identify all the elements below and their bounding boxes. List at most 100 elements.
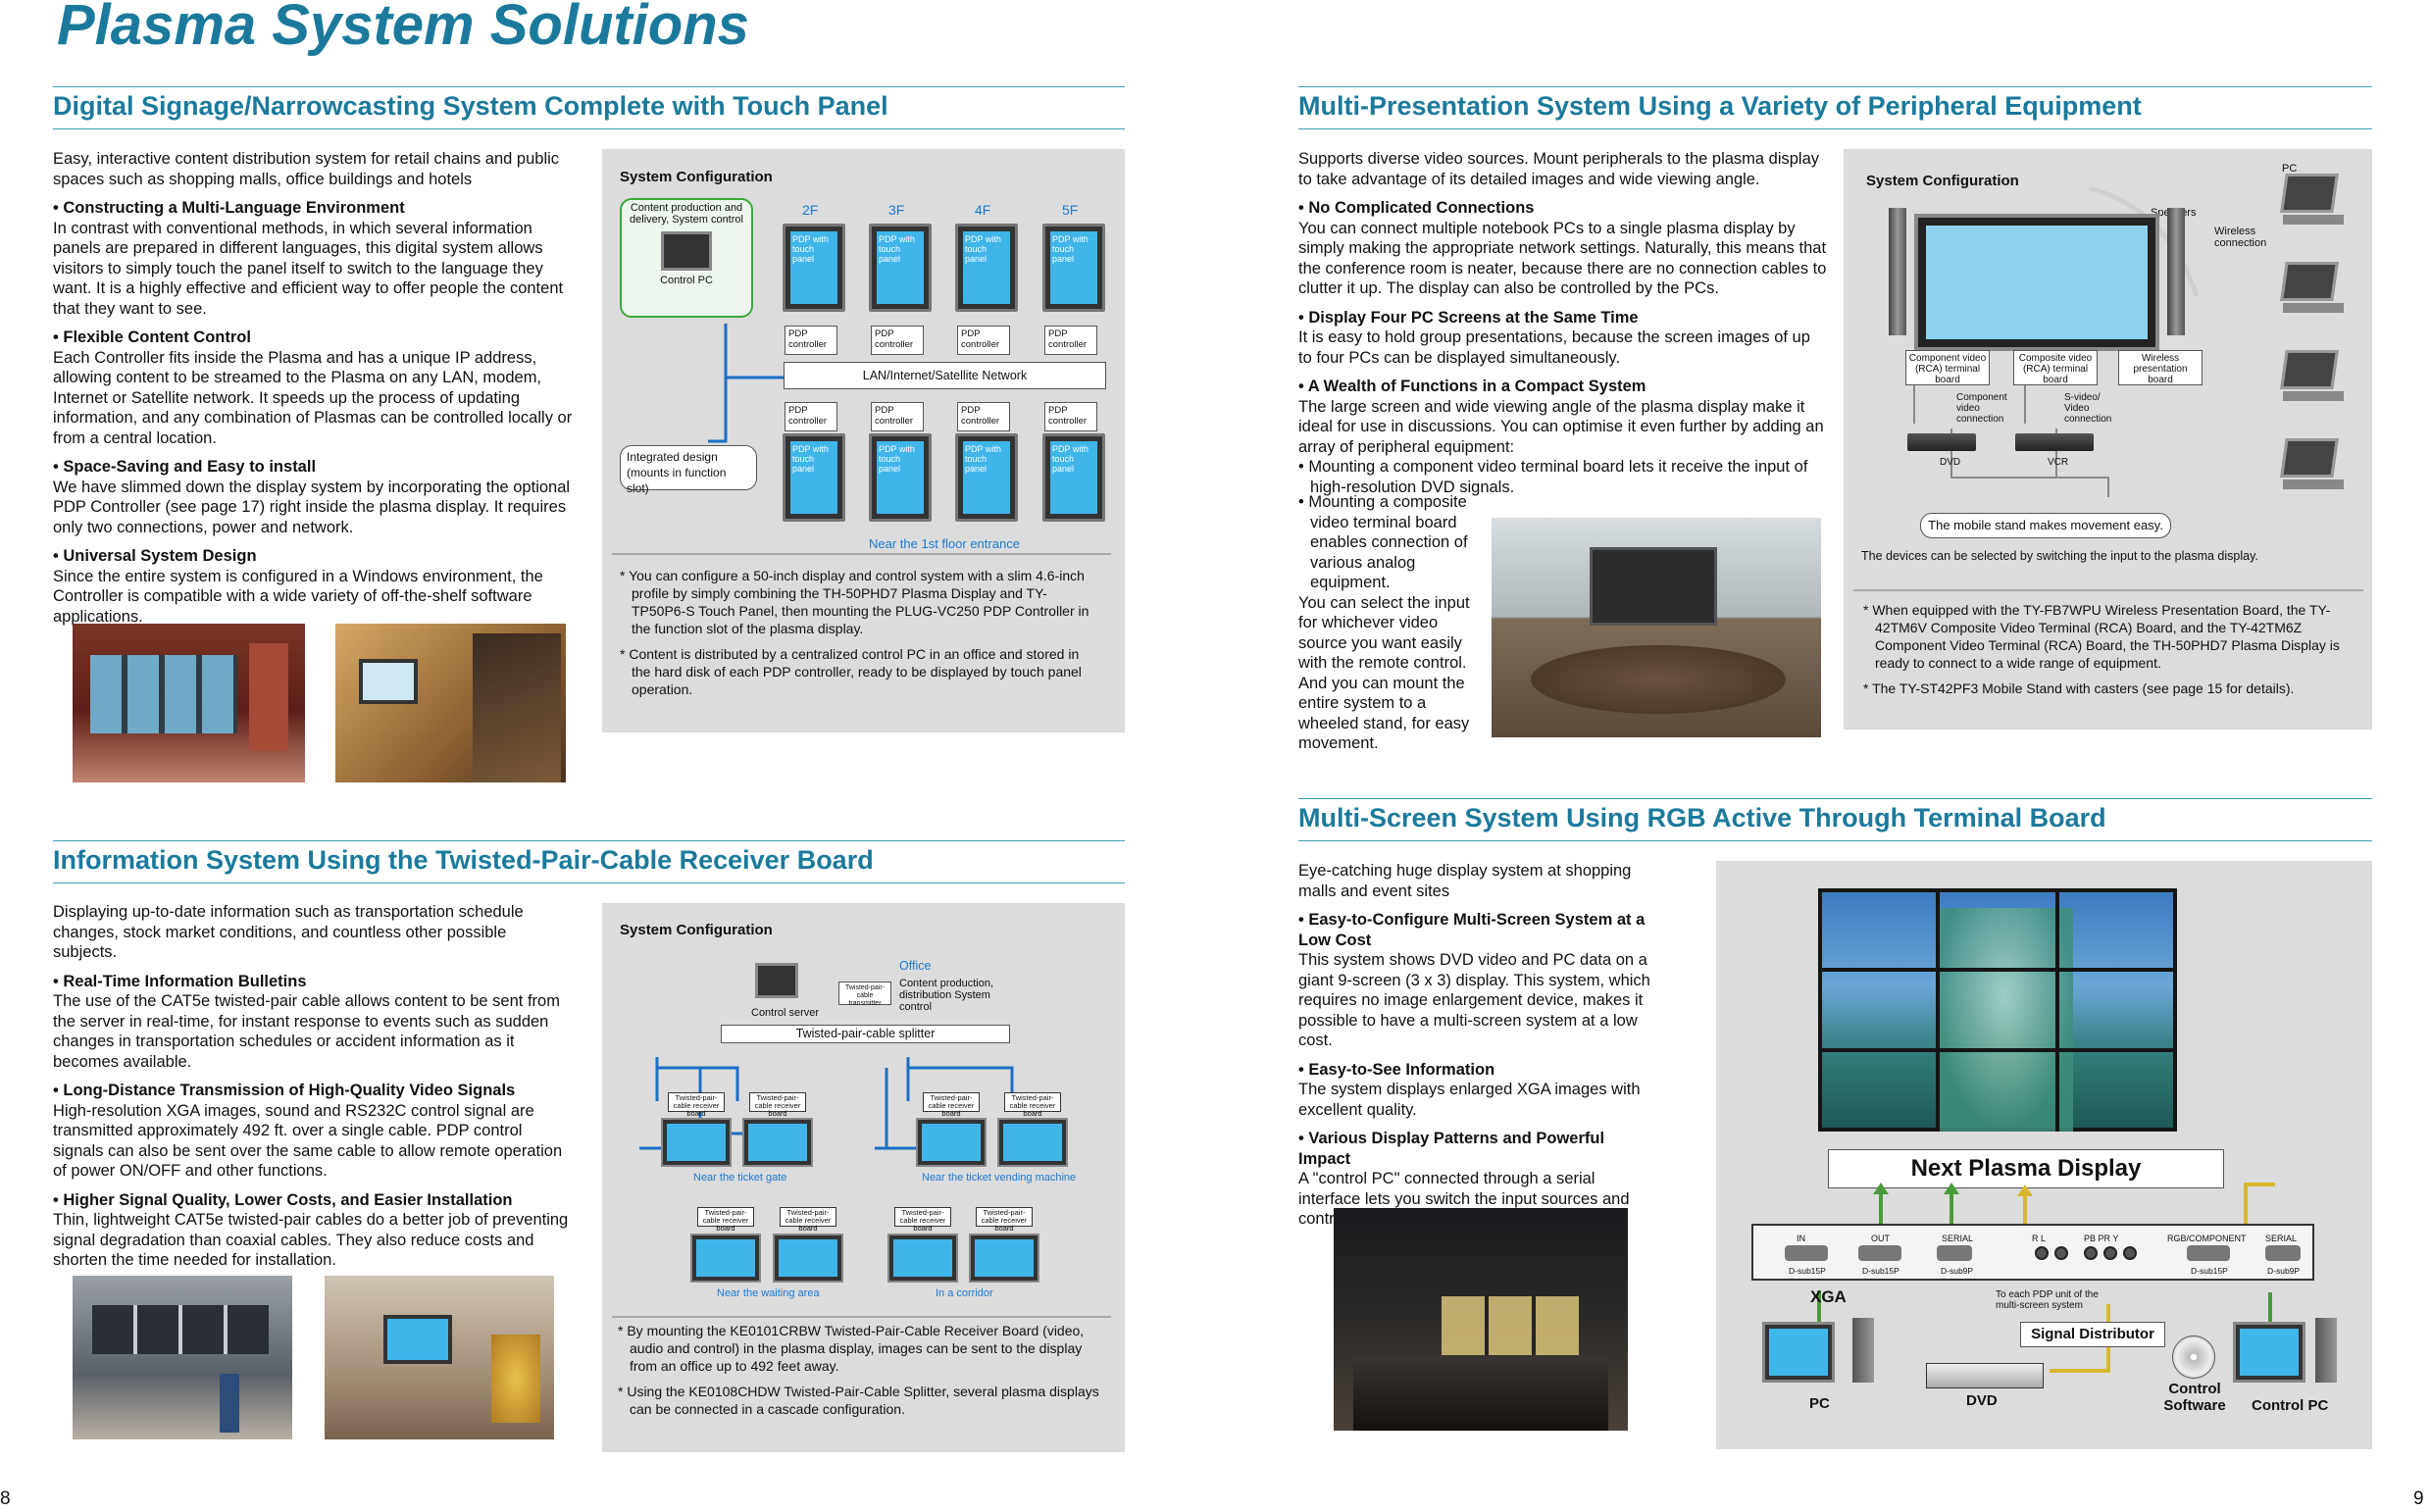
feature-heading: • Long-Distance Transmission of High-Qua… [53, 1082, 516, 1099]
plasma-display [916, 1118, 987, 1167]
dsub9-label: D-sub9P [1941, 1266, 1974, 1276]
note: * The TY-ST42PF3 Mobile Stand with caste… [1863, 680, 2295, 696]
receiver-board: Twisted-pair-cable receiver board [668, 1092, 725, 1118]
touch-panel-display: PDP with touch panel [783, 224, 845, 312]
dsub15-connector-icon [1858, 1245, 1901, 1261]
network-box: LAN/Internet/Satellite Network [784, 362, 1106, 389]
rca-jack-icon [2054, 1246, 2068, 1260]
pc-monitor-icon [1762, 1322, 1835, 1383]
devices-caption: The devices can be selected by switching… [1861, 549, 2258, 563]
receiver-board: Twisted-pair-cable receiver board [923, 1092, 980, 1118]
control-pc-tower-icon [2315, 1318, 2337, 1383]
dsub15-label: D-sub15P [1789, 1266, 1826, 1276]
floor-label: 3F [888, 202, 905, 218]
floor-label: 2F [802, 202, 819, 218]
each-pdp-label: To each PDP unit of the multi-screen sys… [1996, 1289, 2099, 1311]
feature-heading: • No Complicated Connections [1298, 199, 1535, 217]
dsub15-connector-icon [1785, 1245, 1828, 1261]
vcr-icon [2015, 433, 2094, 451]
serial-label: SERIAL [1942, 1234, 1974, 1243]
svideo-connection-label: S-video/ Video connection [2064, 392, 2112, 425]
rca-jack-icon [2084, 1246, 2098, 1260]
composite-board-box: Composite video (RCA) terminal board [2013, 350, 2098, 385]
plasma-display [742, 1118, 813, 1167]
system-configuration-label: System Configuration [620, 922, 773, 938]
plasma-display [661, 1118, 732, 1167]
location-label: In a corridor [936, 1287, 993, 1299]
control-pc-box: Content production and delivery, System … [620, 198, 753, 318]
location-label: Near the ticket vending machine [922, 1172, 1077, 1184]
touch-panel-display: PDP with touch panel [955, 433, 1018, 522]
intro-text: Supports diverse video sources. Mount pe… [1298, 150, 1820, 188]
dsub9-connector-icon [2265, 1245, 2301, 1261]
feature-text: It is easy to hold group presentations, … [1298, 328, 1810, 367]
feature-text: The large screen and wide viewing angle … [1298, 397, 1824, 456]
section-heading-information-system: Information System Using the Twisted-Pai… [53, 840, 1125, 883]
feature-heading: • Flexible Content Control [53, 328, 251, 346]
feature-text: The use of the CAT5e twisted-pair cable … [53, 992, 560, 1071]
dvd-label: DVD [1966, 1392, 1998, 1409]
office-label: Office [899, 959, 932, 973]
photo-station-displays [73, 1276, 292, 1439]
feature-heading: • A Wealth of Functions in a Compact Sys… [1298, 378, 1646, 395]
control-server-label: Control server [751, 1007, 820, 1019]
feature-heading: • Higher Signal Quality, Lower Costs, an… [53, 1190, 513, 1209]
receiver-board: Twisted-pair-cable receiver board [697, 1207, 754, 1233]
laptop-icon [2280, 174, 2344, 228]
page-number-right: 9 [2413, 1488, 2424, 1509]
feature-heading: • Universal System Design [53, 547, 257, 565]
dvd-label: DVD [1940, 457, 1961, 468]
rca-jack-icon [2035, 1246, 2049, 1260]
feature-text: High-resolution XGA images, sound and RS… [53, 1101, 563, 1181]
server-computer-icon [755, 963, 798, 998]
system-configuration-label: System Configuration [620, 169, 773, 185]
rgb-component-label: RGB/COMPONENT [2167, 1234, 2247, 1243]
touch-panel-display: PDP with touch panel [783, 433, 845, 522]
touch-panel-display: PDP with touch panel [869, 224, 932, 312]
section-body-multi-presentation-cont: • Mounting a composite video terminal bo… [1298, 492, 1475, 763]
dsub15-connector-icon [2187, 1245, 2230, 1261]
feature-heading: • Easy-to-See Information [1298, 1060, 1495, 1079]
dsub9-connector-icon [1937, 1245, 1972, 1261]
laptop-icon [2280, 350, 2344, 405]
feature-heading: • Constructing a Multi-Language Environm… [53, 199, 405, 217]
plasma-display [1914, 214, 2159, 351]
plasma-display [997, 1118, 1068, 1167]
page-title: Plasma System Solutions [57, 0, 749, 57]
control-pc-monitor-icon [2233, 1322, 2305, 1383]
wireless-label: Wireless connection [2214, 226, 2267, 249]
control-software-label: Control Software [2163, 1381, 2226, 1414]
content-production-label: Content production and delivery, System … [630, 202, 743, 226]
dvd-player-icon [1907, 433, 1976, 451]
laptop-icon [2280, 262, 2344, 317]
feature-heading: • Real-Time Information Bulletins [53, 972, 307, 990]
plasma-display [887, 1234, 958, 1283]
diagram-connectors [612, 324, 1111, 555]
integrated-design-callout: Integrated design (mounts in function sl… [620, 445, 757, 495]
pdp-controller: PDP controller [871, 402, 924, 431]
receiver-board: Twisted-pair-cable receiver board [1004, 1092, 1061, 1118]
feature-text: The system displays enlarged XGA images … [1298, 1081, 1641, 1119]
touch-panel-display: PDP with touch panel [955, 224, 1018, 312]
location-label: Near the waiting area [717, 1287, 820, 1299]
video-wall-3x3 [1818, 888, 2177, 1132]
floor-label: 4F [975, 202, 991, 218]
note: * You can configure a 50-inch display an… [620, 568, 1089, 636]
xga-label: XGA [1810, 1287, 1847, 1306]
feature-text: In contrast with conventional methods, i… [53, 219, 564, 318]
notes-multi-presentation: * When equipped with the TY-FB7WPU Wirel… [1863, 601, 2358, 705]
pdp-controller: PDP controller [871, 326, 924, 355]
note: * By mounting the KE0101CRBW Twisted-Pai… [618, 1323, 1085, 1374]
feature-text: Thin, lightweight CAT5e twisted-pair cab… [53, 1211, 569, 1269]
floor-label: 5F [1062, 202, 1079, 218]
plasma-display [969, 1234, 1039, 1283]
pdp-controller: PDP controller [957, 326, 1010, 355]
photo-retail-displays [73, 624, 305, 782]
control-pc-label: Control PC [2252, 1397, 2329, 1414]
dvd-player-icon [1926, 1363, 2044, 1388]
system-configuration-label: System Configuration [1866, 173, 2019, 189]
bullet-text: • Mounting a component video terminal bo… [1298, 458, 1808, 496]
photo-multiscreen-venue [1334, 1208, 1628, 1431]
intro-text: Eye-catching huge display system at shop… [1298, 862, 1632, 900]
